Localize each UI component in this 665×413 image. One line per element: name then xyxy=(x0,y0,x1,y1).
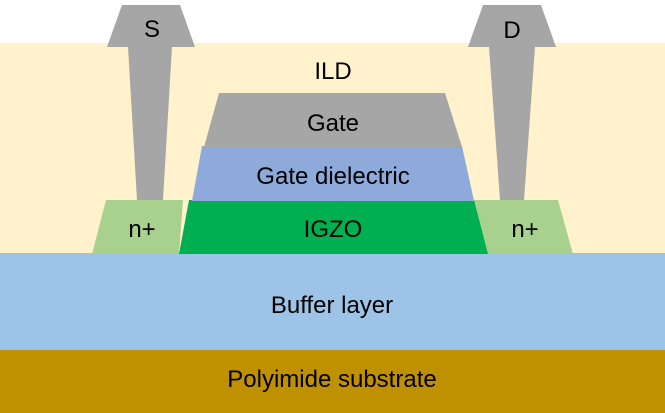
igzo-label: IGZO xyxy=(304,216,363,243)
ild-label: ILD xyxy=(314,58,351,85)
source-label: S xyxy=(144,16,160,43)
source-contact-arrow xyxy=(107,5,195,200)
drain-contact-arrow xyxy=(468,5,556,200)
buffer-layer xyxy=(0,253,665,350)
gate-dielectric-layer xyxy=(192,146,474,201)
gate-label: Gate xyxy=(307,110,359,137)
gate-electrode xyxy=(204,93,462,147)
n-plus-right-label: n+ xyxy=(511,216,538,243)
igzo-layer xyxy=(179,200,488,254)
buffer-layer-label: Buffer layer xyxy=(271,292,393,319)
n-plus-right-region xyxy=(473,200,573,254)
drain-label: D xyxy=(503,17,520,44)
gate-dielectric-label: Gate dielectric xyxy=(256,163,409,190)
substrate-layer xyxy=(0,350,665,413)
n-plus-left-region xyxy=(92,200,183,254)
substrate-label: Polyimide substrate xyxy=(227,366,436,393)
n-plus-left-label: n+ xyxy=(128,216,155,243)
